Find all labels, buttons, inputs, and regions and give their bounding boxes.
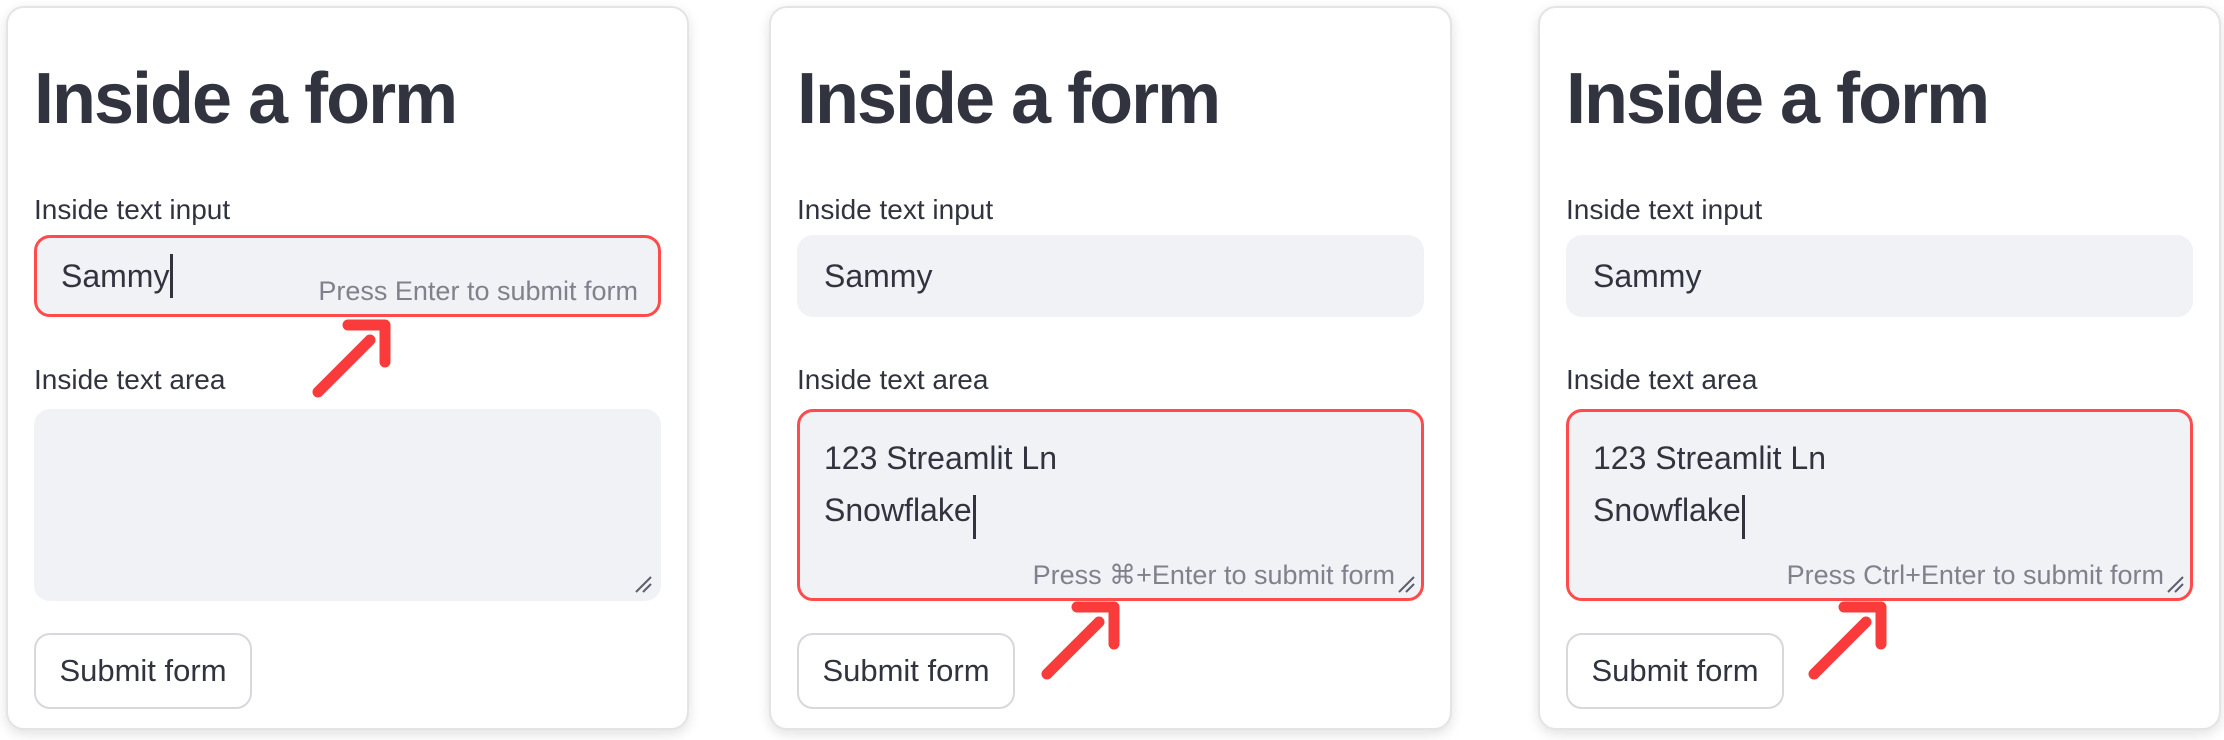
resize-handle-icon[interactable] — [632, 573, 654, 595]
text-area-line: 123 Streamlit Ln — [1593, 440, 1827, 476]
text-area[interactable]: 123 Streamlit Ln Snowflake Press ⌘+Enter… — [797, 409, 1424, 601]
text-area-label: Inside text area — [1566, 364, 1758, 395]
form-card: Inside a form Inside text input Sammy In… — [1538, 6, 2221, 730]
resize-handle-icon[interactable] — [2164, 573, 2186, 595]
text-input-value: Sammy — [61, 257, 170, 294]
text-cursor — [170, 254, 174, 298]
form-title: Inside a form — [34, 59, 458, 139]
text-area-line: Snowflake — [1593, 484, 2166, 540]
submit-hint: Press Ctrl+Enter to submit form — [1786, 560, 2164, 590]
submit-hint: Press Enter to submit form — [318, 276, 638, 306]
text-area-line: 123 Streamlit Ln — [824, 440, 1058, 476]
text-input[interactable]: Sammy — [797, 235, 1424, 317]
text-input-value: Sammy — [824, 257, 933, 294]
text-input-label: Inside text input — [797, 194, 994, 225]
text-input-label: Inside text input — [1566, 194, 1763, 225]
resize-handle-icon[interactable] — [1395, 573, 1417, 595]
submit-button[interactable]: Submit form — [797, 633, 1015, 709]
submit-button[interactable]: Submit form — [34, 633, 252, 709]
submit-hint: Press ⌘+Enter to submit form — [1032, 560, 1395, 590]
form-title: Inside a form — [1566, 59, 1990, 139]
text-input[interactable]: Sammy — [1566, 235, 2193, 317]
text-cursor — [1741, 495, 1745, 540]
submit-button[interactable]: Submit form — [1566, 633, 1784, 709]
text-input-value: Sammy — [1593, 257, 1702, 294]
form-card: Inside a form Inside text input Sammy Pr… — [6, 6, 689, 730]
text-input-label: Inside text input — [34, 194, 231, 225]
text-area-line: Snowflake — [824, 484, 1397, 540]
text-cursor — [972, 495, 976, 540]
form-title: Inside a form — [797, 59, 1221, 139]
text-area[interactable]: 123 Streamlit Ln Snowflake Press Ctrl+En… — [1566, 409, 2193, 601]
text-area-label: Inside text area — [797, 364, 989, 395]
text-area[interactable] — [34, 409, 661, 601]
text-area-label: Inside text area — [34, 364, 226, 395]
form-card: Inside a form Inside text input Sammy In… — [769, 6, 1452, 730]
text-input[interactable]: Sammy Press Enter to submit form — [34, 235, 661, 317]
